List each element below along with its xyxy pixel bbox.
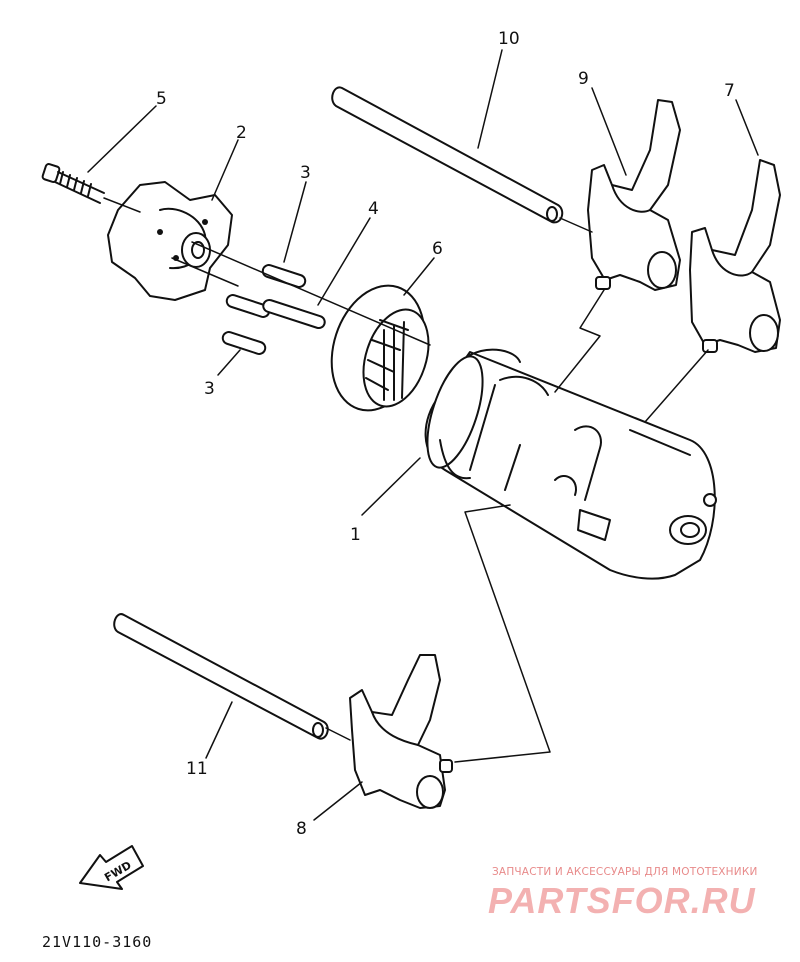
callouts: 1 2 3 3 4 5 6 7 8 9 10 11 [156, 29, 735, 839]
pin-upper [261, 264, 307, 288]
callout-4: 4 [368, 199, 379, 219]
callout-6: 6 [432, 239, 443, 259]
fwd-arrow-icon: FWD [79, 845, 144, 890]
callout-1: 1 [350, 525, 361, 545]
pin-lower [221, 331, 267, 355]
leader-lines [87, 49, 759, 821]
guide-bar-10 [331, 86, 564, 224]
callout-3-lower: 3 [204, 379, 215, 399]
screw [41, 163, 105, 204]
shift-cam-segment [107, 181, 233, 301]
assembly-lines [103, 197, 709, 763]
callout-11: 11 [186, 759, 208, 779]
guide-bar-11 [113, 613, 329, 740]
shift-fork-8 [349, 654, 453, 809]
shift-drum [424, 348, 717, 580]
callout-5: 5 [156, 89, 167, 109]
long-pin [262, 298, 326, 330]
shift-fork-7 [689, 159, 781, 353]
callout-8: 8 [296, 819, 307, 839]
watermark-tagline: ЗАПЧАСТИ И АКСЕССУАРЫ ДЛЯ МОТОТЕХНИКИ [492, 866, 758, 878]
watermark-logo: PARTSFOR.RU [488, 880, 756, 921]
callout-10: 10 [498, 29, 520, 49]
diagram-reference-code: 21V110-3160 [42, 933, 153, 951]
callout-7: 7 [724, 81, 735, 101]
callout-9: 9 [578, 69, 589, 89]
needle-bearing [330, 284, 430, 412]
callout-3-upper: 3 [300, 163, 311, 183]
callout-2: 2 [236, 123, 247, 143]
shift-fork-9 [587, 99, 681, 291]
